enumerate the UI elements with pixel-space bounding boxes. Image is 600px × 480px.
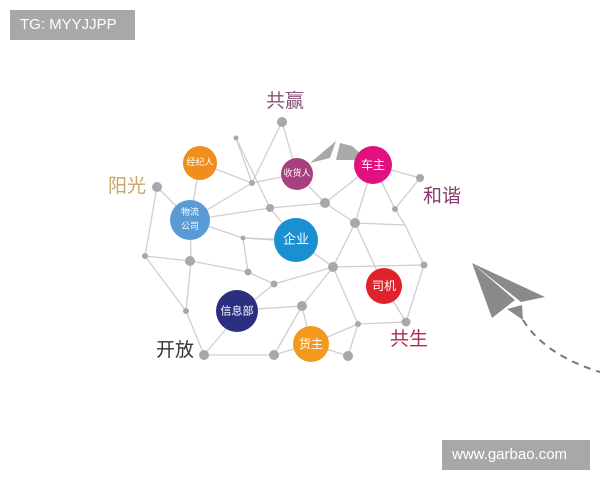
svg-text:司机: 司机 — [372, 279, 396, 293]
node-shipper: 货主 — [293, 326, 329, 362]
svg-text:公司: 公司 — [181, 221, 199, 232]
node-info-dept: 信息部 — [216, 290, 258, 332]
node-vehicle-owner: 车主 — [354, 146, 392, 184]
svg-text:车主: 车主 — [361, 157, 385, 172]
paper-plane-icon — [472, 263, 600, 373]
svg-text:信息部: 信息部 — [221, 304, 254, 318]
svg-text:物流: 物流 — [181, 206, 199, 218]
node-logistics-company: 物流 公司 — [170, 200, 210, 240]
watermark-tg: TG: MYYJJPP — [10, 10, 135, 40]
node-driver: 司机 — [366, 268, 402, 304]
svg-text:货主: 货主 — [299, 336, 323, 351]
keyword-open: 开放 — [156, 339, 194, 361]
watermark-site: www.garbao.com — [442, 440, 590, 470]
connector-dots — [142, 117, 428, 361]
svg-text:经纪人: 经纪人 — [186, 156, 213, 168]
svg-text:收货人: 收货人 — [283, 167, 310, 179]
keyword-symbiosis: 共生 — [390, 328, 428, 350]
node-broker: 经纪人 — [183, 146, 217, 180]
node-enterprise: 企业 — [274, 218, 318, 262]
svg-text:企业: 企业 — [283, 232, 309, 248]
keyword-sunshine: 阳光 — [108, 175, 146, 197]
keyword-win-win: 共赢 — [266, 90, 304, 112]
keyword-harmony: 和谐 — [423, 185, 461, 207]
node-consignee: 收货人 — [281, 158, 313, 190]
